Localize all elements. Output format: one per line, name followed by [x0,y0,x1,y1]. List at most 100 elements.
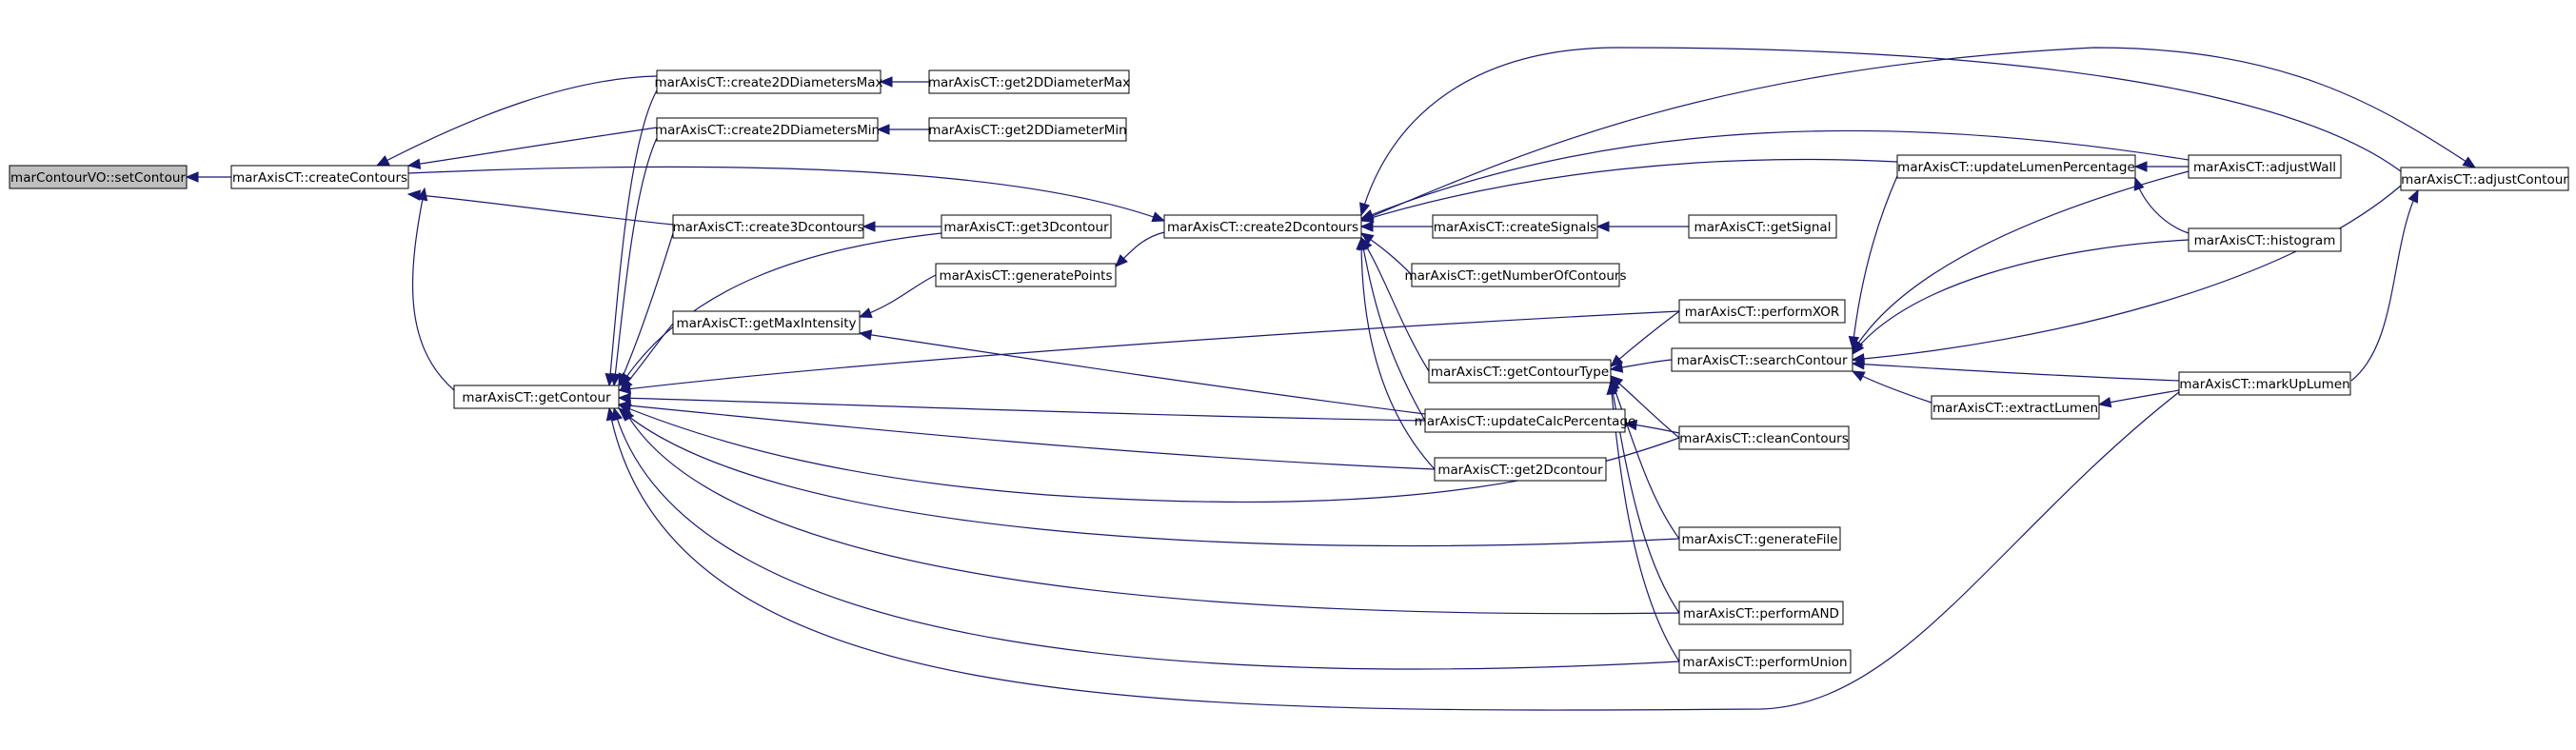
edge-create2DDiametersMax-to-createContours [375,75,658,167]
node-label: marAxisCT::getContourType [1431,365,1609,380]
node-box [2178,371,2351,396]
node-searchContour[interactable]: marAxisCT::searchContour [1671,347,1853,372]
node-createContours[interactable]: marAxisCT::createContours [230,165,409,189]
node-getNumberOfContours[interactable]: marAxisCT::getNumberOfContours [1405,263,1627,287]
node-get2DDiameterMin[interactable]: marAxisCT::get2DDiameterMin [928,117,1127,142]
node-getContour[interactable]: marAxisCT::getContour [453,385,620,409]
edge-adjustContour-to-searchContour [1851,185,2402,365]
edge-arrowhead [2462,156,2477,168]
node-cleanContours[interactable]: marAxisCT::cleanContours [1678,425,1850,450]
edge-arrowhead [862,221,876,232]
node-create2DDiametersMin[interactable]: marAxisCT::create2DDiametersMin [655,117,880,142]
edge-getSignal-to-createSignals [1595,221,1689,232]
node-label: marAxisCT::performUnion [1682,655,1847,670]
node-box [935,263,1117,287]
node-getContourType[interactable]: marAxisCT::getContourType [1428,359,1612,384]
node-create2Dcontours[interactable]: marAxisCT::create2Dcontours [1163,214,1362,239]
node-generateFile[interactable]: marAxisCT::generateFile [1678,526,1841,551]
node-get3Dcontour[interactable]: marAxisCT::get3Dcontour [941,214,1112,239]
edge-get2Dcontour-to-getContour [617,400,1436,470]
node-updateCalcPercentage[interactable]: marAxisCT::updateCalcPercentage [1415,408,1636,433]
edge-get2DDiameterMax-to-create2DDiametersMax [879,76,929,88]
node-performXOR[interactable]: marAxisCT::performXOR [1678,299,1846,324]
edge-arrowhead [2097,396,2112,408]
node-getMaxIntensity[interactable]: marAxisCT::getMaxIntensity [672,310,861,335]
node-label: marAxisCT::getMaxIntensity [676,316,856,331]
node-updateLumenPercentage[interactable]: marAxisCT::updateLumenPercentage [1896,154,2136,179]
node-box [2188,154,2342,179]
edge-arrowhead [1609,362,1624,373]
edge-line [407,166,1165,222]
node-adjustWall[interactable]: marAxisCT::adjustWall [2188,154,2342,179]
node-performAND[interactable]: marAxisCT::performAND [1678,601,1844,625]
edge-arrowhead [416,187,428,202]
edge-line [618,310,1680,391]
node-box [1678,526,1841,551]
node-box [1678,425,1850,450]
node-label: marAxisCT::create2Dcontours [1167,220,1358,235]
edge-line [1852,370,1932,404]
node-setContour[interactable]: marContourVO::setContour [9,165,188,189]
edge-arrowhead [1356,236,1367,250]
node-get2Dcontour[interactable]: marAxisCT::get2Dcontour [1434,457,1607,482]
node-getSignal[interactable]: marAxisCT::getSignal [1688,214,1837,239]
edge-arrowhead [876,124,890,135]
edge-arrowhead [858,329,873,341]
edge-line [1360,237,1426,422]
node-create2DDiametersMax[interactable]: marAxisCT::create2DDiametersMax [654,69,883,94]
edge-line [1852,170,2190,353]
node-label: marAxisCT::adjustWall [2193,160,2336,175]
node-performUnion[interactable]: marAxisCT::performUnion [1678,649,1852,674]
node-box [1163,214,1362,239]
node-generatePoints[interactable]: marAxisCT::generatePoints [935,263,1117,287]
edge-line [620,232,942,386]
node-box [1678,601,1844,625]
node-extractLumen[interactable]: marAxisCT::extractLumen [1931,395,2100,420]
node-box [1896,154,2136,179]
edge-arrowhead [617,383,632,395]
node-box [1931,395,2100,420]
edge-generatePoints-to-getMaxIntensity [858,274,937,319]
node-createSignals[interactable]: marAxisCT::createSignals [1432,214,1598,239]
edge-performXOR-to-getContour [617,310,1680,395]
node-markUpLumen[interactable]: marAxisCT::markUpLumen [2178,371,2351,396]
edge-adjustWall-to-searchContour [1852,170,2190,354]
edge-getContourType-to-create2Dcontours [1360,236,1430,372]
node-label: marAxisCT::markUpLumen [2179,377,2349,392]
edge-create3Dcontours-to-createContours [406,189,674,226]
node-label: marAxisCT::get2Dcontour [1437,463,1603,478]
edge-arrowhead [623,406,635,422]
edge-histogram-to-updateLumenPercentage [2133,176,2190,234]
edge-updateCalcPercentage-to-getMaxIntensity [858,329,1426,415]
edge-get3Dcontour-to-create3Dcontours [862,221,941,232]
node-create3Dcontours[interactable]: marAxisCT::create3Dcontours [672,214,864,239]
node-box [230,165,409,189]
node-label: marAxisCT::createContours [232,170,407,186]
node-label: marAxisCT::cleanContours [1679,431,1849,446]
edge-line [376,75,658,167]
node-box [656,69,882,94]
edge-line [411,188,455,391]
edge-adjustWall-to-updateLumenPercentage [2133,161,2189,172]
node-histogram[interactable]: marAxisCT::histogram [2188,227,2342,252]
edge-cleanContours-to-updateCalcPercentage [1623,419,1680,434]
node-box [1432,214,1598,239]
edge-create2DDiametersMin-to-getContour [609,137,658,387]
edge-create2Dcontours-to-adjustContour [1360,47,2477,222]
node-box [1428,359,1612,384]
node-label: marAxisCT::get2DDiameterMin [928,123,1126,138]
node-label: marAxisCT::histogram [2194,233,2336,248]
node-get2DDiameterMax[interactable]: marAxisCT::get2DDiameterMax [928,69,1130,94]
edge-line [859,274,937,318]
edge-line [1852,175,1898,349]
edge-arrowhead [2133,161,2148,172]
node-label: marAxisCT::getContour [462,390,611,405]
edge-line [1610,380,1680,614]
edge-updateCalcPercentage-to-getContour [617,392,1426,422]
edge-arrowhead [617,392,631,405]
node-box [672,310,861,335]
node-adjustContour[interactable]: marAxisCT::adjustContour [2400,167,2569,191]
edge-line [613,407,1680,670]
